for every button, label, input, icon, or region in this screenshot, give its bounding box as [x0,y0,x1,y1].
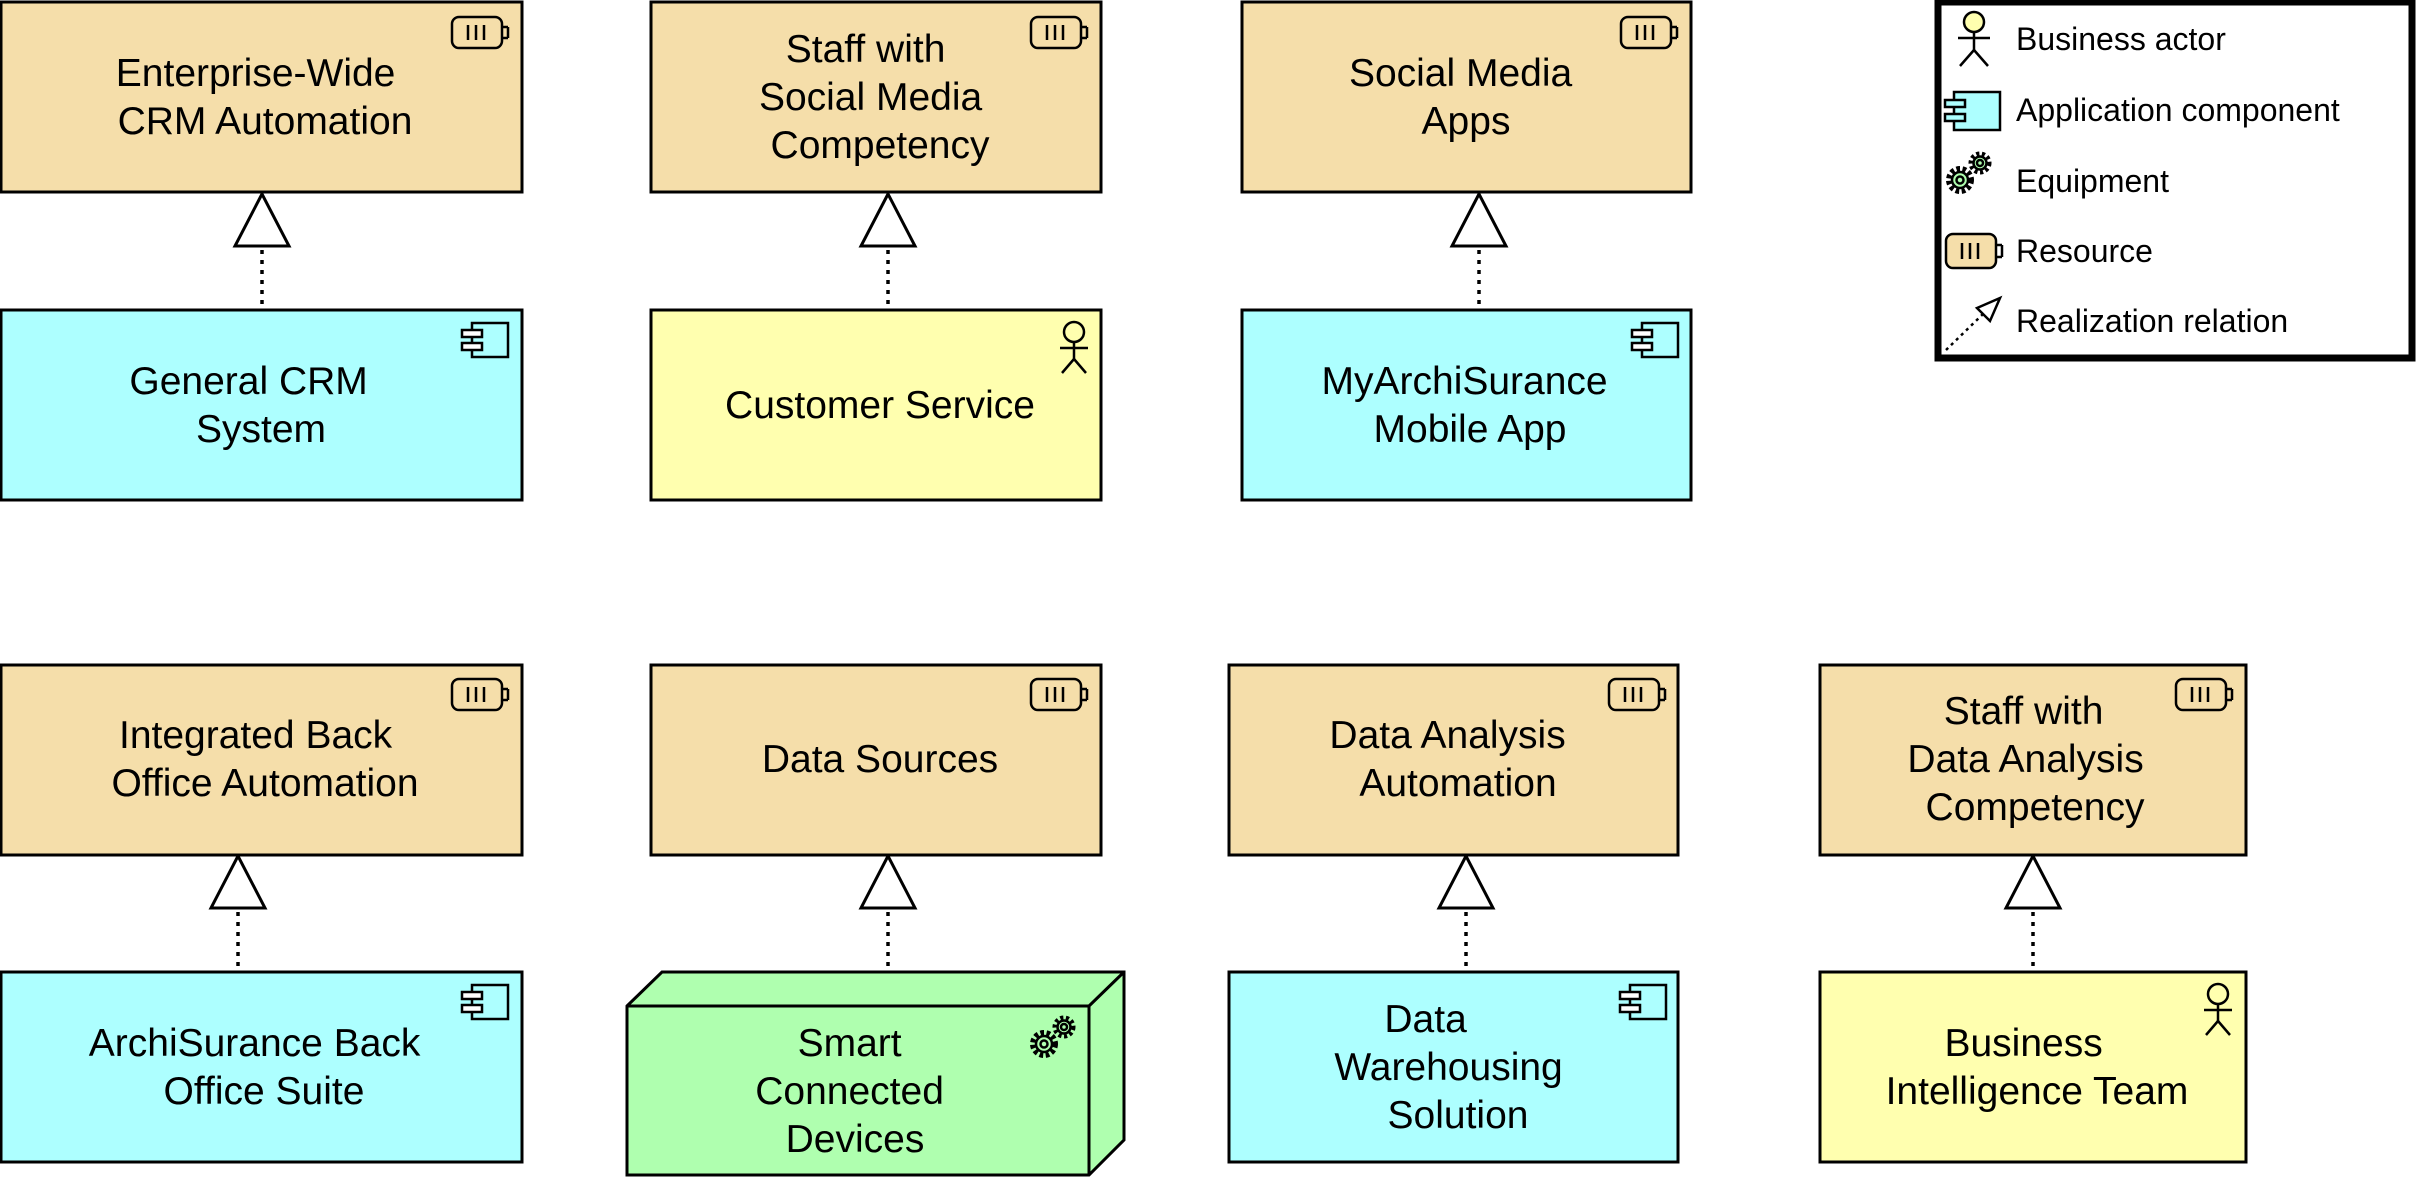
legend-item-application-component: Application component [1943,90,2340,132]
legend-label: Equipment [2016,163,2169,199]
resource-integrated-back-office-automation[interactable]: Integrated Back Office Automation [0,663,524,857]
realization-relation-3[interactable] [1449,190,1509,310]
resource-data-analysis-automation[interactable]: Data Analysis Automation [1227,663,1680,857]
realization-relation-4[interactable] [208,852,268,972]
element-label: Staff with Data Analysis Competency [1907,690,2154,829]
legend-label: Application component [2016,92,2340,128]
resource-data-sources[interactable]: Data Sources [649,663,1103,857]
element-label: Business Intelligence Team [1886,1022,2189,1113]
resource-staff-with-social-media-competency[interactable]: Staff with Social Media Competency [649,0,1103,194]
element-label: Data Sources [762,738,998,781]
element-label: Data Warehousing Solution [1334,998,1573,1137]
element-label: Staff with Social Media Competency [759,28,993,167]
element-label: Enterprise-Wide CRM Automation [116,52,413,143]
legend-item-realization: Realization relation [1945,295,2288,351]
resource-social-media-apps[interactable]: Social Media Apps [1240,0,1693,194]
element-label: MyArchiSurance Mobile App [1322,360,1619,451]
element-label: ArchiSurance Back Office Suite [89,1022,432,1113]
business-actor-customer-service[interactable]: Customer Service [649,308,1103,502]
element-label: Integrated Back Office Automation [111,714,418,805]
application-component-myarchisurance-mobile-app[interactable]: MyArchiSurance Mobile App [1240,308,1693,502]
realization-relation-5[interactable] [858,852,918,972]
realization-relation-6[interactable] [1436,852,1496,972]
element-label: General CRM System [129,360,378,451]
business-actor-business-intelligence-team[interactable]: Business Intelligence Team [1818,970,2248,1164]
legend-item-business-actor: Business actor [1958,10,2226,67]
realization-arrow-icon [1974,295,2003,324]
resource-staff-with-data-analysis-competency[interactable]: Staff with Data Analysis Competency [1818,663,2248,857]
element-label: Social Media Apps [1349,52,1583,143]
legend-item-equipment: Equipment [1949,154,2169,199]
realization-relation-1[interactable] [232,190,292,310]
legend-item-resource: Resource [1944,232,2153,270]
resource-enterprise-wide-crm-automation[interactable]: Enterprise-Wide CRM Automation [0,0,524,194]
realization-relation-2[interactable] [858,190,918,310]
equipment-smart-connected-devices[interactable]: Smart Connected Devices [625,970,1126,1177]
application-component-data-warehousing-solution[interactable]: Data Warehousing Solution [1227,970,1680,1164]
element-label: Customer Service [725,384,1035,427]
application-component-general-crm-system[interactable]: General CRM System [0,308,524,502]
element-label: Data Analysis Automation [1329,714,1576,805]
legend-label: Business actor [2016,21,2226,57]
application-component-archisurance-back-office-suite[interactable]: ArchiSurance Back Office Suite [0,970,524,1164]
legend: Business actor Application component Equ… [1934,0,2416,362]
legend-label: Realization relation [2016,303,2288,339]
actor-icon [1962,10,1986,34]
realization-relation-7[interactable] [2003,852,2063,972]
element-label: Smart Connected Devices [755,1022,954,1161]
component-icon [1952,90,2002,132]
legend-label: Resource [2016,233,2153,269]
